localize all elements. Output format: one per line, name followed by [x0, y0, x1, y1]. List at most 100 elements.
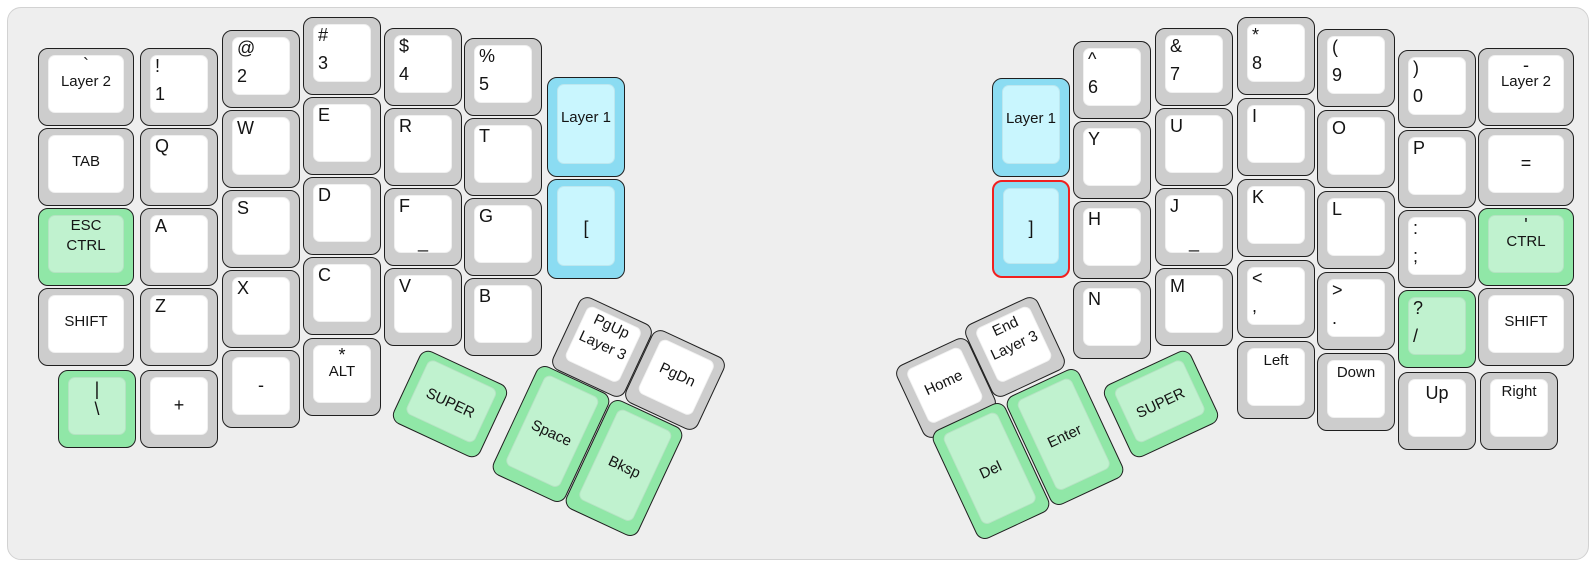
key-n[interactable]: N — [1073, 281, 1151, 359]
key-label: . — [1332, 308, 1338, 329]
key-pipe-backslash[interactable]: |\ — [58, 370, 136, 448]
keycap-top — [150, 55, 208, 113]
key-z[interactable]: Z — [140, 288, 218, 366]
key-question-slash[interactable]: ?/ — [1398, 290, 1476, 368]
keycap-top — [1247, 24, 1305, 82]
key-colon-semi[interactable]: :; — [1398, 210, 1476, 288]
key-layer1-right[interactable]: Layer 1 — [992, 78, 1070, 177]
key-paren-9[interactable]: (9 — [1317, 29, 1395, 107]
key-gt-period[interactable]: >. — [1317, 272, 1395, 350]
key-h[interactable]: H — [1073, 201, 1151, 279]
key-label: Right — [1501, 383, 1537, 401]
key-k[interactable]: K — [1237, 179, 1315, 257]
key-label: > — [1332, 280, 1343, 300]
key-left-arrow[interactable]: Left — [1237, 341, 1315, 419]
key-label: X — [237, 278, 250, 298]
key-right-arrow[interactable]: Right — [1480, 372, 1558, 450]
key-excl-1[interactable]: !1 — [140, 48, 218, 126]
key-star-8[interactable]: *8 — [1237, 17, 1315, 95]
key-b[interactable]: B — [464, 278, 542, 356]
key-label: \ — [94, 398, 100, 419]
key-label: 2 — [237, 66, 248, 87]
key-v[interactable]: V — [384, 268, 462, 346]
key-o[interactable]: O — [1317, 110, 1395, 188]
key-q[interactable]: Q — [140, 128, 218, 206]
key-label: C — [318, 265, 331, 285]
key-up-arrow[interactable]: Up — [1398, 372, 1476, 450]
key-label: Layer 1 — [560, 109, 612, 127]
key-label: * — [1252, 25, 1260, 45]
key-minus-left[interactable]: - — [222, 350, 300, 428]
key-plus[interactable]: + — [140, 370, 218, 448]
key-label: V — [399, 276, 412, 296]
key-layer1-left[interactable]: Layer 1 — [547, 77, 625, 177]
key-j[interactable]: J_ — [1155, 188, 1233, 266]
key-u[interactable]: U — [1155, 108, 1233, 186]
key-w[interactable]: W — [222, 110, 300, 188]
key-label: ] — [1028, 218, 1034, 239]
key-label: ' — [1524, 215, 1528, 235]
key-a[interactable]: A — [140, 208, 218, 286]
key-label: B — [479, 286, 492, 306]
key-label: ! — [155, 56, 161, 76]
key-label: G — [479, 206, 494, 226]
key-label: CTRL — [1506, 233, 1546, 251]
keycap-top — [394, 275, 452, 333]
key-label: J — [1170, 196, 1179, 216]
key-label: SHIFT — [64, 313, 108, 331]
key-paren-0[interactable]: )0 — [1398, 50, 1476, 128]
key-super-left[interactable]: SUPER — [389, 347, 511, 461]
key-grave-layer2[interactable]: `Layer 2 — [38, 48, 134, 126]
key-rbracket[interactable]: ] — [992, 180, 1070, 278]
key-down-arrow[interactable]: Down — [1317, 353, 1395, 431]
key-d[interactable]: D — [303, 177, 381, 255]
key-tab[interactable]: TAB — [38, 128, 134, 206]
key-p[interactable]: P — [1398, 130, 1476, 208]
key-y[interactable]: Y — [1073, 121, 1151, 199]
key-caret-6[interactable]: ^6 — [1073, 41, 1151, 119]
key-l[interactable]: L — [1317, 191, 1395, 269]
key-s[interactable]: S — [222, 190, 300, 268]
key-t[interactable]: T — [464, 118, 542, 196]
key-label: E — [318, 105, 331, 125]
key-label: _ — [417, 232, 428, 253]
key-shift-left[interactable]: SHIFT — [38, 288, 134, 366]
key-equals[interactable]: = — [1478, 128, 1574, 206]
key-percent-5[interactable]: %5 — [464, 38, 542, 116]
key-label: 6 — [1088, 77, 1099, 98]
key-label: Q — [155, 136, 170, 156]
keycap-top — [150, 135, 208, 193]
key-c[interactable]: C — [303, 257, 381, 335]
key-label: 9 — [1332, 65, 1343, 86]
key-label: # — [318, 25, 329, 45]
key-r[interactable]: R — [384, 108, 462, 186]
key-x[interactable]: X — [222, 270, 300, 348]
key-star-alt[interactable]: *ALT — [303, 338, 381, 416]
key-f[interactable]: F_ — [384, 188, 462, 266]
key-g[interactable]: G — [464, 198, 542, 276]
key-i[interactable]: I — [1237, 98, 1315, 176]
key-lt-comma[interactable]: <, — [1237, 260, 1315, 338]
key-label: 4 — [399, 64, 410, 85]
key-label: Layer 2 — [1500, 73, 1552, 91]
key-label: L — [1332, 199, 1343, 219]
key-amp-7[interactable]: &7 — [1155, 28, 1233, 106]
key-label: ALT — [328, 363, 356, 381]
key-super-right[interactable]: SUPER — [1100, 347, 1222, 461]
key-e[interactable]: E — [303, 97, 381, 175]
key-label: R — [399, 116, 412, 136]
keycap-top — [313, 264, 371, 322]
key-at-2[interactable]: @2 — [222, 30, 300, 108]
key-minus-layer2[interactable]: -Layer 2 — [1478, 48, 1574, 126]
keycap-top — [232, 357, 290, 415]
key-lbracket[interactable]: [ — [547, 179, 625, 279]
key-dollar-4[interactable]: $4 — [384, 28, 462, 106]
key-quote-ctrl[interactable]: 'CTRL — [1478, 208, 1574, 286]
key-m[interactable]: M — [1155, 268, 1233, 346]
key-label: ESC — [70, 217, 102, 235]
key-hash-3[interactable]: #3 — [303, 17, 381, 95]
key-label: < — [1252, 268, 1263, 288]
key-shift-right[interactable]: SHIFT — [1478, 288, 1574, 366]
key-label: [ — [583, 218, 589, 239]
